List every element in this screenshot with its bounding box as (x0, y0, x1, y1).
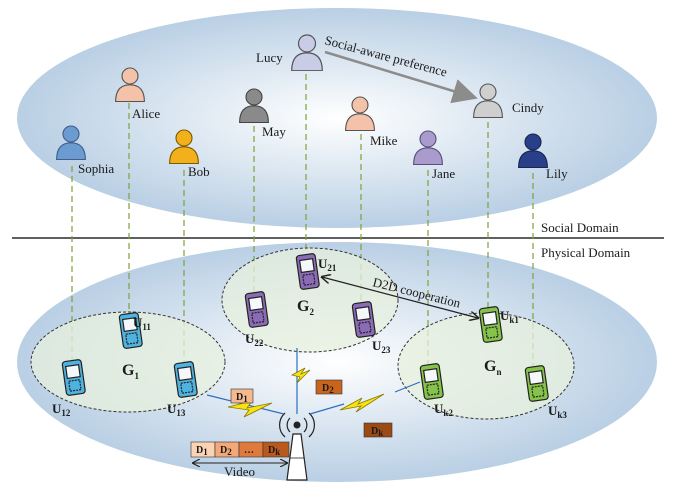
person-name-lucy: Lucy (256, 50, 283, 65)
group-label-g1: G1 (122, 362, 139, 381)
group-label-g2: G2 (297, 298, 314, 317)
user-label-u23: U23 (372, 338, 391, 355)
svg-text:…: … (244, 445, 254, 456)
svg-text:D2: D2 (220, 445, 232, 457)
data-block-d1: D1 (230, 388, 254, 404)
user-label-u13: U13 (167, 401, 186, 418)
physical-domain-ellipse (17, 242, 657, 482)
lightning-icon (339, 393, 385, 413)
d2d-cooperation-arrow (322, 277, 478, 318)
svg-text:D2: D2 (322, 383, 334, 395)
phone-icon (478, 306, 503, 343)
svg-text:D1: D1 (196, 445, 208, 457)
user-label-u12: U12 (52, 401, 71, 418)
user-label-uk1: Uk1 (500, 308, 519, 325)
svg-text:Dk: Dk (268, 445, 280, 457)
phone-icon (244, 291, 269, 328)
svg-text:Dk: Dk (371, 426, 383, 438)
person-name-sophia: Sophia (78, 161, 114, 176)
svg-text:D1: D1 (236, 392, 248, 404)
phone-icon (419, 363, 444, 400)
physical-domain-label: Physical Domain (541, 245, 631, 260)
base-station-icon (279, 412, 315, 481)
data-block-dk: Dk (363, 422, 393, 438)
video-label: Video (224, 464, 255, 479)
user-label-uk2: Uk2 (434, 401, 453, 418)
person-name-bob: Bob (188, 164, 210, 179)
video-segments: D1 D2 … Dk (190, 441, 290, 458)
person-name-lily: Lily (546, 166, 568, 181)
person-name-alice: Alice (132, 106, 160, 121)
person-name-mike: Mike (370, 133, 398, 148)
person-name-jane: Jane (432, 166, 455, 181)
phones (61, 253, 549, 402)
social-preference-arrow (324, 50, 478, 104)
user-label-u11: U11 (133, 315, 151, 332)
phone-icon (118, 312, 143, 349)
person-name-may: May (262, 124, 286, 139)
phone-icon (351, 301, 376, 338)
phone-icon (524, 365, 549, 402)
user-label-u22: U22 (245, 331, 264, 348)
user-label-uk3: Uk3 (548, 403, 567, 420)
phone-icon (295, 253, 320, 290)
data-block-d2: D2 (315, 379, 343, 395)
phone-icon (173, 361, 198, 398)
user-label-u21: U21 (318, 256, 337, 273)
person-name-cindy: Cindy (512, 100, 544, 115)
video-segment (262, 441, 290, 458)
social-domain-label: Social Domain (541, 220, 619, 235)
lightning-icon (290, 367, 311, 384)
social-domain-ellipse (17, 8, 657, 228)
phone-icon (61, 359, 86, 396)
group-label-gn: Gn (484, 358, 501, 377)
